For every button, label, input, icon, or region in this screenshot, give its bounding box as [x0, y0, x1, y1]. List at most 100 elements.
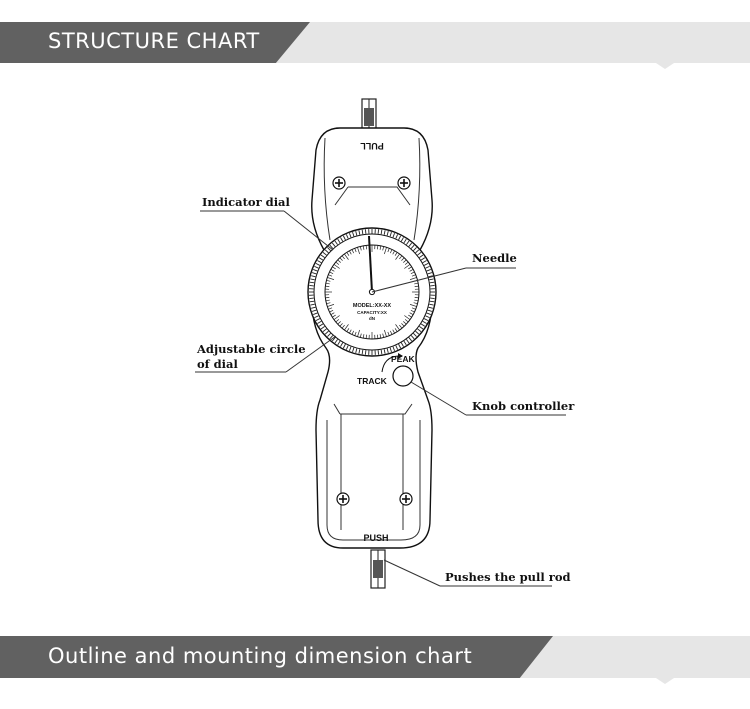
callout-adjustable-line2: of dial	[197, 357, 238, 371]
dial-tick	[395, 234, 399, 239]
dial-tick	[417, 252, 422, 256]
dial-tick	[414, 297, 419, 299]
dial-tick	[403, 321, 407, 325]
dial-tick	[349, 233, 352, 238]
dial-tick	[322, 328, 327, 332]
dial-tick	[327, 333, 331, 337]
dial-tick	[328, 307, 333, 310]
callout-needle: Needle	[472, 251, 517, 265]
dial-tick	[427, 272, 433, 275]
callout-indicator-dial: Indicator dial	[202, 195, 291, 209]
dial-tick	[429, 281, 435, 284]
dial-tick	[426, 312, 431, 315]
dial-tick	[425, 265, 430, 269]
dial-tick	[426, 269, 431, 272]
dial-tick	[398, 343, 402, 349]
dial-tick	[403, 238, 407, 244]
dial-tick	[314, 265, 319, 269]
dial-tick	[429, 278, 434, 281]
dial-tick	[389, 347, 392, 353]
dial-tick	[383, 230, 386, 235]
dial-tick	[409, 304, 417, 307]
dial-tick	[340, 237, 344, 242]
dial-tick	[420, 257, 426, 261]
dial-tick	[324, 249, 329, 254]
dial-tick	[314, 315, 319, 319]
structure-chart-title: STRUCTURE CHART	[48, 29, 260, 53]
dial-tick	[389, 249, 393, 254]
dial-tick	[337, 259, 341, 263]
dial-tick	[392, 329, 395, 334]
dial-tick	[337, 238, 341, 244]
dial-tick	[379, 334, 382, 339]
dial-tick	[335, 261, 340, 265]
dial-tick	[318, 323, 324, 327]
dial-tick	[355, 348, 358, 353]
dial-tick	[354, 331, 357, 336]
knob-controller	[381, 353, 414, 387]
dial-tick	[384, 247, 387, 255]
dial-tick	[403, 340, 407, 346]
dial-tick	[329, 335, 334, 340]
screw-icon	[397, 176, 411, 190]
dial-tick	[358, 230, 361, 235]
callout-knob: Knob controller	[472, 399, 575, 413]
dial-tick	[395, 253, 400, 260]
dial-tick	[394, 252, 398, 256]
screw-icon	[399, 492, 413, 506]
dial-tick	[404, 261, 409, 265]
dial-tick	[409, 277, 417, 280]
dial-tick	[352, 231, 355, 237]
dial-tick	[362, 334, 365, 339]
dial-tick	[315, 318, 321, 322]
dial-tick	[362, 245, 365, 250]
dial-tick	[389, 330, 393, 335]
screw-icon	[336, 492, 350, 506]
dial-tick	[408, 337, 412, 342]
dial-tick	[329, 244, 334, 249]
adjustable-ring-ticks	[309, 229, 435, 355]
dial-tick	[386, 348, 389, 353]
dial-tick	[325, 285, 330, 287]
dial-tick	[419, 326, 424, 330]
dial-tick	[322, 252, 327, 256]
dial-tick	[309, 300, 315, 303]
dial-tick	[423, 262, 429, 266]
dial-tick	[340, 342, 344, 347]
dial-tick	[389, 231, 392, 237]
dial-tick	[380, 349, 383, 355]
dial-tick	[310, 278, 315, 281]
dial-tick	[365, 334, 367, 339]
dial-tick	[359, 333, 362, 338]
dial-tick	[313, 312, 318, 315]
dial-tick	[409, 312, 414, 315]
dial-tick	[413, 247, 417, 251]
dial-tick	[408, 314, 412, 318]
dial-tick	[409, 269, 414, 272]
dial-tick	[414, 299, 419, 302]
dial-tick	[392, 346, 395, 351]
dial-tick	[330, 269, 335, 272]
dial-tick	[387, 248, 390, 253]
dial-tick	[422, 260, 427, 264]
dial-tick	[429, 303, 434, 306]
dial-tick	[413, 333, 417, 337]
dial-tick	[341, 255, 345, 260]
dial-tick	[328, 274, 333, 277]
dial-tick	[329, 309, 334, 313]
dial-tick	[325, 299, 330, 302]
dial-tick	[401, 257, 405, 261]
dial-tick	[399, 255, 403, 260]
structure-diagram: PULL PUSH MODEL:XX-XX CAPACITY:XX dN PEA…	[195, 98, 575, 589]
dial-tick	[339, 257, 343, 261]
dial-tick	[335, 319, 340, 323]
dial-tick	[310, 303, 315, 306]
dial-tick	[406, 339, 410, 344]
dial-tick	[317, 260, 322, 264]
dial-tick	[334, 339, 338, 344]
dial-tick	[357, 247, 360, 255]
dial-tick	[327, 247, 331, 251]
dial-tick	[419, 254, 424, 258]
dial-tick	[313, 269, 318, 272]
dial-tick	[359, 246, 362, 251]
